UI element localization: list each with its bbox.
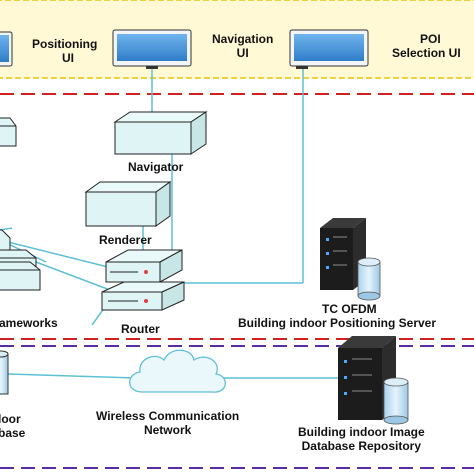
positioning-database-icon xyxy=(357,257,381,301)
navigation-ui-label-line1: Navigation xyxy=(212,32,274,46)
positioning-server-label: TC OFDM Building indoor Positioning Serv… xyxy=(238,302,436,330)
image-repo-label-line1: Building indoor Image xyxy=(298,425,425,439)
wireless-label-line2: Network xyxy=(143,423,192,437)
navigator-device xyxy=(113,111,208,155)
frameworks-label: ameworks xyxy=(0,316,58,330)
positioning-ui-label-line1: Positioning xyxy=(32,37,98,51)
navigation-ui-label-line2: UI xyxy=(236,46,249,60)
renderer-label: Renderer xyxy=(99,233,152,247)
poi-selection-ui-label: POI Selection UI xyxy=(392,32,461,60)
wireless-label-line1: Wireless Communication xyxy=(96,409,240,423)
monitor-icon-navigation xyxy=(289,29,369,69)
navigator-label: Navigator xyxy=(128,160,184,174)
router-device xyxy=(101,249,185,311)
navigation-ui-label: Navigation UI xyxy=(212,32,273,60)
connection-lines xyxy=(0,64,338,379)
router-label: Router xyxy=(121,322,160,336)
left-database-partial-icon xyxy=(0,350,9,395)
image-repository-label: Building indoor Image Database Repositor… xyxy=(298,425,425,453)
positioning-server-label-line2: Building indoor Positioning Server xyxy=(238,316,437,330)
poi-label-line2: Selection UI xyxy=(392,46,461,60)
positioning-server-label-line1: TC OFDM xyxy=(322,302,377,316)
wireless-network-label: Wireless Communication Network xyxy=(96,409,239,437)
image-repository-database-icon xyxy=(383,377,409,425)
ui-layer-band xyxy=(0,0,474,79)
positioning-ui-label-line2: UI xyxy=(62,51,74,65)
monitor-icon-positioning xyxy=(112,29,192,69)
left-device-partial xyxy=(0,117,41,291)
monitor-icon-left xyxy=(0,31,13,67)
left-partial-line2: base xyxy=(0,426,26,440)
left-partial-line1: loor xyxy=(0,412,21,426)
renderer-device xyxy=(84,181,172,227)
image-repo-label-line2: Database Repository xyxy=(301,439,422,453)
left-partial-label: loor base xyxy=(0,412,25,440)
poi-label-line1: POI xyxy=(420,32,441,46)
positioning-ui-label: Positioning UI xyxy=(32,37,97,65)
wireless-network-cloud-icon xyxy=(129,349,226,393)
